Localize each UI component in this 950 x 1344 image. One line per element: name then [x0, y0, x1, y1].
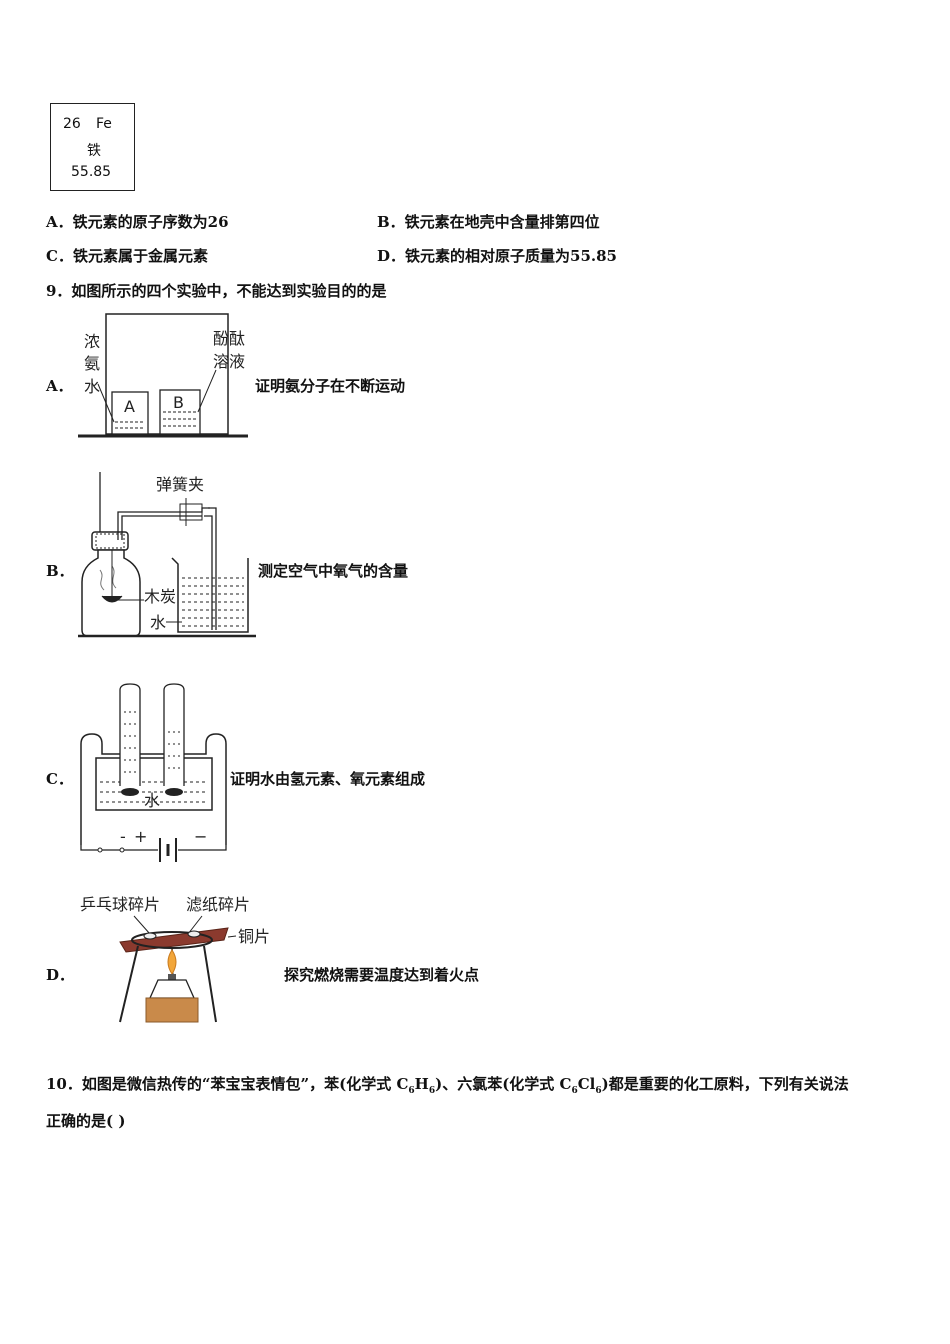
ammonia-label-3: 水: [84, 377, 100, 396]
ammonia-label-1: 浓: [84, 332, 100, 351]
q9-option-c-letter: C．: [46, 770, 73, 788]
q8-option-b: B．铁元素在地壳中含量排第四位: [377, 213, 600, 231]
q10-stem-line1: 10．如图是微信热传的“苯宝宝表情包”，苯(化学式 C6H6)、六氯苯(化学式 …: [46, 1075, 849, 1096]
pingpong-fragment-label: 乒乓球碎片: [80, 895, 160, 914]
spring-clip-label: 弹簧夹: [156, 475, 204, 494]
element-name: 铁: [87, 143, 101, 159]
atomic-number: 26: [63, 116, 81, 132]
beaker-a-label: A: [124, 397, 135, 416]
q8-option-a: A．铁元素的原子序数为26: [46, 213, 229, 231]
water-label-b: 水: [150, 613, 166, 632]
q9-option-b-text: 测定空气中氧气的含量: [258, 562, 409, 580]
water-label-c: 水: [144, 791, 160, 810]
q9-option-d-letter: D．: [46, 966, 75, 984]
q9-option-a-text: 证明氨分子在不断运动: [255, 377, 406, 395]
copper-sheet-label: 铜片: [238, 927, 270, 946]
q9-option-b-letter: B．: [46, 562, 74, 580]
phenolphthalein-label-1: 酚酞: [213, 329, 245, 348]
terminal-plus: +: [134, 827, 147, 846]
q9-option-d-text: 探究燃烧需要温度达到着火点: [284, 966, 480, 984]
terminal-minus-small: -: [120, 827, 126, 846]
terminal-minus: −: [194, 827, 207, 846]
q8-option-c: C．铁元素属于金属元素: [46, 247, 208, 265]
atomic-mass: 55.85: [71, 164, 112, 180]
oxygen-content-diagram: 弹簧夹 木炭 水: [78, 472, 256, 638]
beaker-b-label: B: [173, 393, 184, 412]
phenolphthalein-label-2: 溶液: [213, 352, 245, 371]
ammonia-diffusion-diagram: A B 浓 氨 水 酚酞 溶液: [78, 313, 248, 438]
q9-option-a-letter: A．: [46, 377, 73, 395]
q10-stem-line2: 正确的是( ): [46, 1112, 126, 1130]
element-card-fe: 26 Fe 铁 55.85: [50, 103, 135, 191]
electrolysis-diagram: 水 - + −: [80, 683, 227, 862]
q9-stem: 9．如图所示的四个实验中，不能达到实验目的的是: [46, 282, 387, 300]
q9-option-c-text: 证明水由氢元素、氧元素组成: [230, 770, 426, 788]
q8-option-d: D．铁元素的相对原子质量为55.85: [377, 247, 617, 265]
ammonia-label-2: 氨: [84, 354, 100, 373]
combustion-diagram: 乒乓球碎片 滤纸碎片 铜片: [80, 895, 270, 1023]
charcoal-label: 木炭: [144, 587, 176, 606]
element-symbol: Fe: [96, 116, 112, 132]
filter-paper-label: 滤纸碎片: [186, 895, 250, 914]
